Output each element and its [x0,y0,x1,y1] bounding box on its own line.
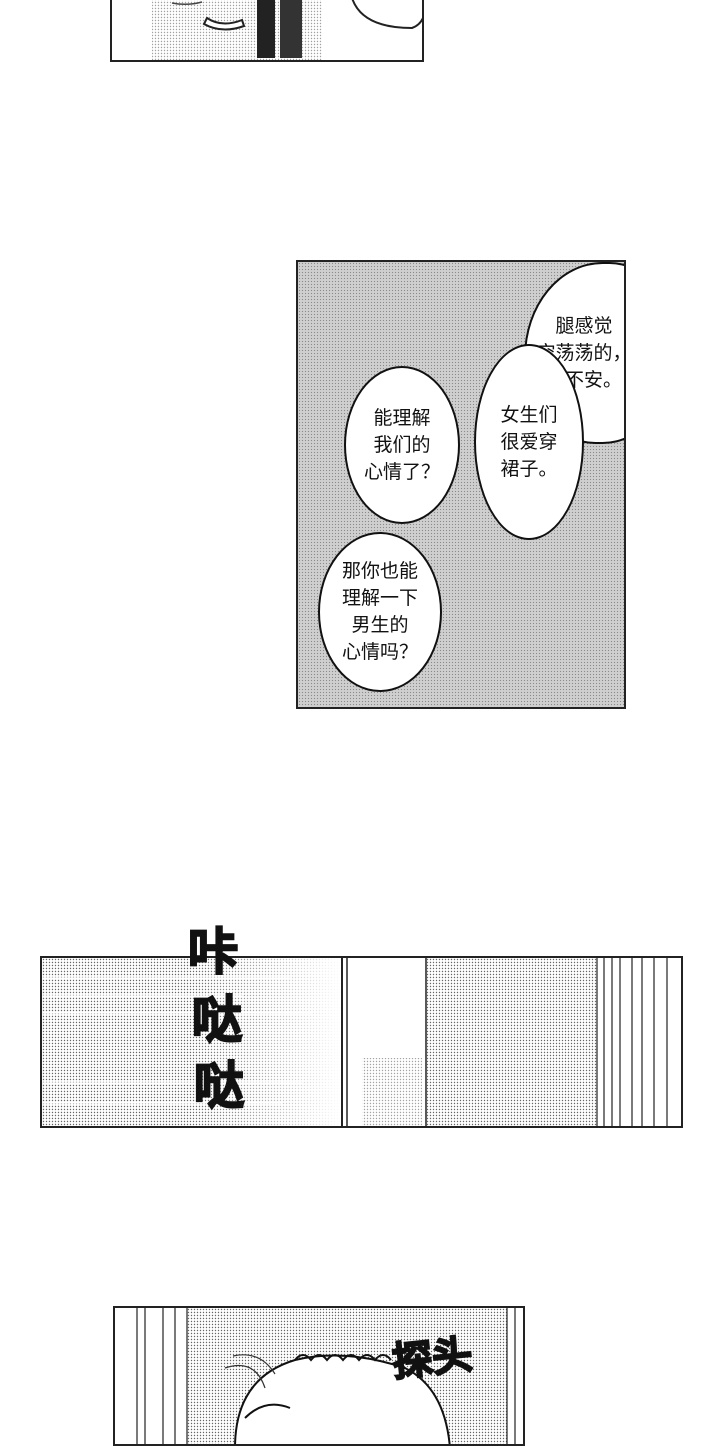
sfx-da-1: 哒 [191,990,243,1050]
speech-bubble-boys: 那你也能 理解一下 男生的 心情吗？ [318,532,442,692]
speech-bubble-text: 女生们 很爱穿 裙子。 [500,403,558,480]
sfx-da-2: 哒 [193,1056,245,1116]
sfx-ka: 咔 [187,922,239,982]
speech-bubble-understand: 能理解 我们的 心情了？ [344,366,460,524]
panel-dialogue: 腿感觉 空荡荡的， 很不安。 女生们 很爱穿 裙子。 能理解 我们的 心情了？ … [296,260,626,709]
panel-footsteps [40,956,683,1128]
speech-bubble-skirts: 女生们 很爱穿 裙子。 [474,344,584,540]
speech-bubble-text: 能理解 我们的 心情了？ [363,406,440,483]
sfx-peek: 探头 [389,1331,475,1387]
panel-footsteps-artwork [42,958,668,1126]
panel-top-artwork [152,0,422,60]
speech-bubble-text: 那你也能 理解一下 男生的 心情吗？ [341,560,418,663]
panel-peek-artwork [136,1308,516,1444]
panel-top-figure [110,0,424,62]
